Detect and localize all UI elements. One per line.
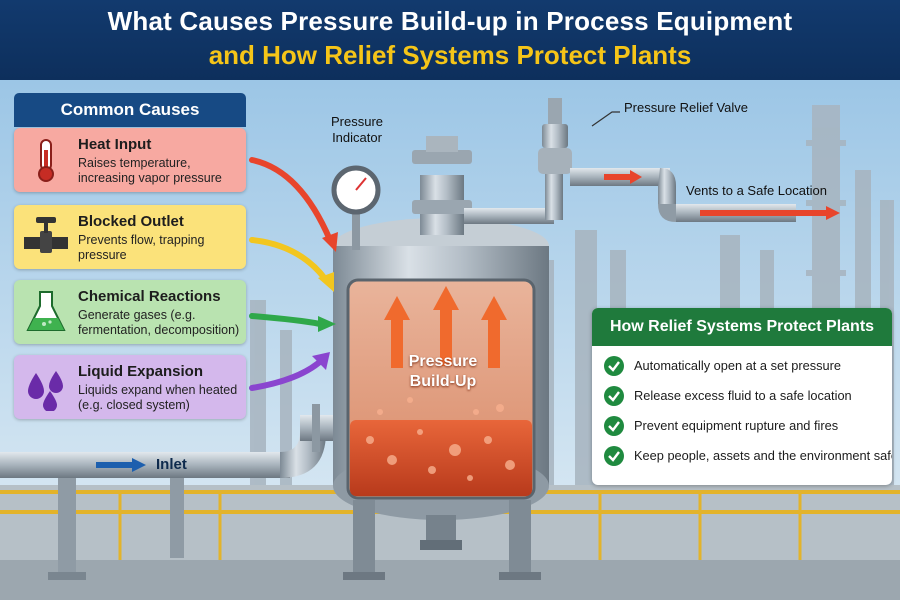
check-icon (604, 446, 624, 466)
thermometer-icon (38, 139, 54, 182)
title-banner: What Causes Pressure Build-up in Process… (0, 0, 900, 80)
page-title: What Causes Pressure Build-up in Process… (107, 6, 793, 36)
cause-description: Raises temperature, increasing vapor pre… (78, 156, 222, 185)
protection-text: Keep people, assets and the environment … (634, 448, 892, 463)
vessel-label: Pressure Build-Up (408, 353, 478, 390)
cause-card-blocked-outlet: Blocked Outlet Prevents flow, trapping p… (14, 205, 246, 269)
cause-title: Chemical Reactions (78, 288, 221, 305)
list-item: Prevent equipment rupture and fires (602, 414, 882, 444)
cause-title: Blocked Outlet (78, 213, 184, 230)
protection-text: Release excess fluid to a safe location (634, 388, 852, 403)
cause-description: Liquids expand when heated (e.g. closed … (78, 383, 238, 412)
list-item: Keep people, assets and the environment … (602, 444, 892, 474)
check-icon (604, 386, 624, 406)
cause-description: Prevents flow, trapping pressure (78, 233, 205, 262)
list-item: Automatically open at a set pressure (602, 354, 882, 384)
cause-title: Liquid Expansion (78, 363, 204, 380)
relief-valve-label: Pressure Relief Valve (624, 100, 749, 115)
vents-label: Vents to a Safe Location (686, 183, 827, 198)
cause-description: Generate gases (e.g. fermentation, decom… (78, 308, 240, 337)
cause-title: Heat Input (78, 136, 152, 153)
valve-icon (24, 217, 68, 253)
check-icon (604, 356, 624, 376)
protection-list: Automatically open at a set pressure Rel… (592, 346, 892, 474)
protection-panel: How Relief Systems Protect Plants Automa… (592, 308, 892, 485)
inlet-label: Inlet (156, 456, 187, 473)
cause-card-liquid-expansion: Liquid Expansion Liquids expand when hea… (14, 355, 246, 419)
causes-heading: Common Causes (14, 93, 246, 127)
pressure-indicator-label: Pressure Indicator (330, 114, 384, 145)
page-subtitle: and How Relief Systems Protect Plants (208, 40, 692, 70)
droplets-icon (28, 371, 63, 411)
list-item: Release excess fluid to a safe location (602, 384, 882, 414)
protection-text: Prevent equipment rupture and fires (634, 418, 839, 433)
flask-icon (26, 291, 66, 331)
protection-text: Automatically open at a set pressure (634, 358, 841, 373)
check-icon (604, 416, 624, 436)
cause-card-chemical-reactions: Chemical Reactions Generate gases (e.g. … (14, 280, 246, 344)
protection-heading: How Relief Systems Protect Plants (592, 308, 892, 346)
cause-card-heat-input: Heat Input Raises temperature, increasin… (14, 128, 246, 192)
